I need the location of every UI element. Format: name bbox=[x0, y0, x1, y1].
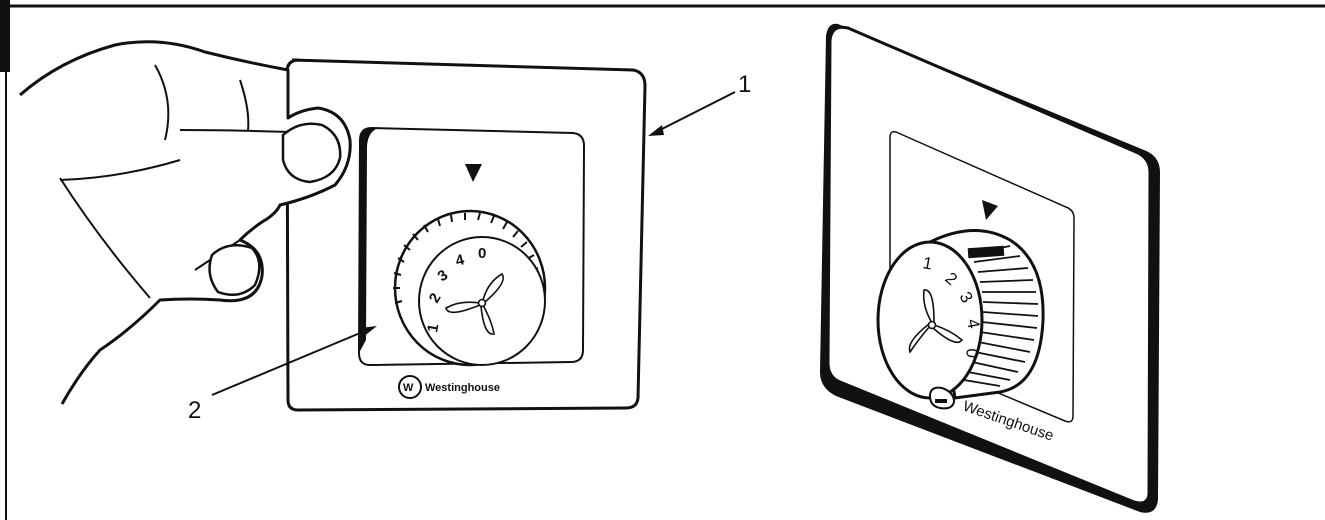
left-logo-letter: W bbox=[403, 382, 414, 394]
callout-label-1: 1 bbox=[738, 71, 751, 98]
right-westinghouse-logo bbox=[928, 386, 956, 410]
hand bbox=[19, 40, 352, 405]
left-dial-number-1: 1 bbox=[424, 323, 442, 334]
left-indicator-arrow bbox=[465, 164, 482, 182]
callout-leader-1 bbox=[651, 91, 736, 135]
fingertip-under bbox=[208, 243, 261, 297]
thumbnail bbox=[281, 122, 342, 184]
right-switch-illustration: 1 2 3 4 0 Westinghouse bbox=[820, 23, 1160, 513]
right-dial-number-4: 4 bbox=[963, 317, 983, 330]
callout-leader-2 bbox=[211, 327, 373, 396]
right-dial-number-1: 1 bbox=[921, 253, 934, 273]
right-knob-dark-band bbox=[967, 245, 1005, 259]
callout-arrowhead-1 bbox=[648, 125, 664, 136]
right-dial-number-0: 0 bbox=[962, 348, 982, 359]
left-dial-number-0: 0 bbox=[478, 245, 486, 262]
left-westinghouse-logo bbox=[398, 375, 422, 399]
left-brand-name: Westinghouse bbox=[425, 382, 500, 394]
left-switch-illustration: 1 2 3 4 0 W Westinghouse 1 2 bbox=[19, 40, 751, 424]
callout-label-2: 2 bbox=[188, 397, 201, 424]
left-fan-icon bbox=[445, 272, 504, 335]
frame-corner-mark bbox=[0, 0, 10, 72]
callout-arrowhead-2 bbox=[360, 326, 377, 337]
left-recess-shadow bbox=[359, 128, 378, 353]
right-fan-icon bbox=[908, 289, 964, 354]
right-logo-mark bbox=[935, 399, 947, 403]
right-indicator-arrow bbox=[982, 200, 998, 220]
